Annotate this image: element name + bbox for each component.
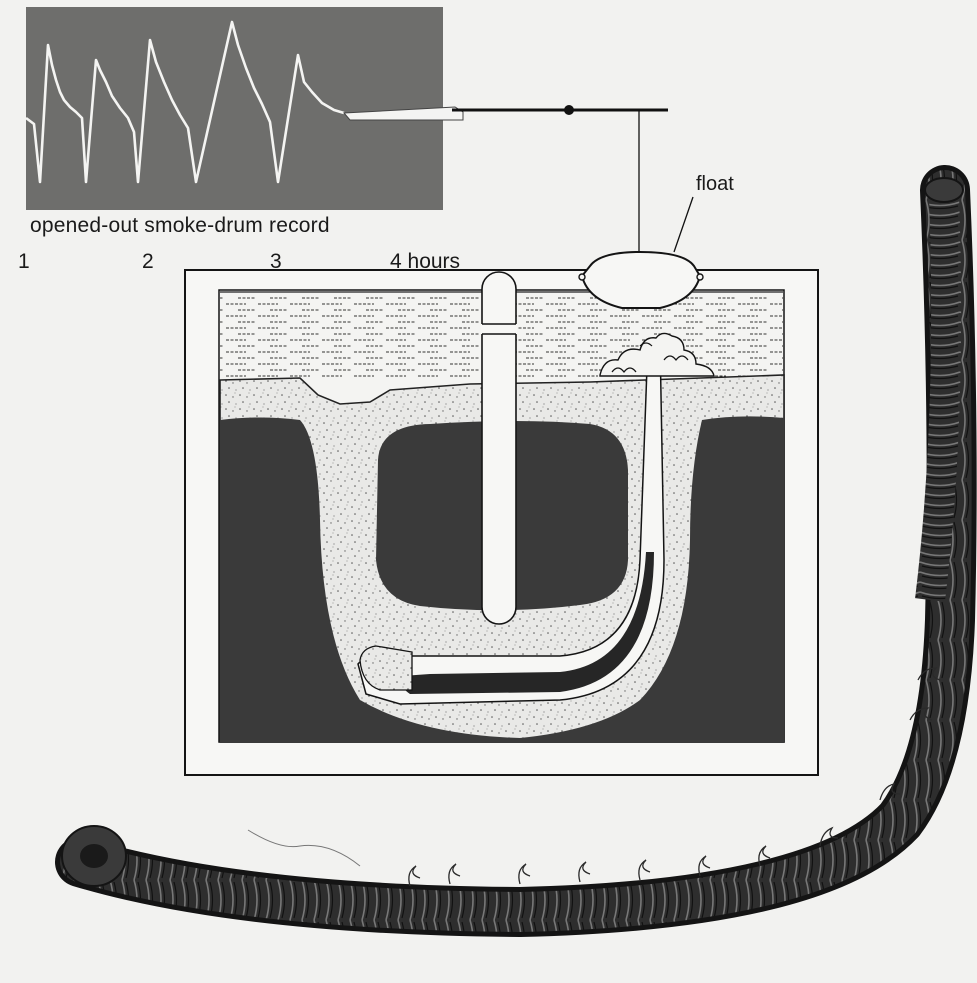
hour-label-3: 3 (270, 250, 282, 274)
record-caption: opened-out smoke-drum record (30, 214, 330, 238)
hour-label-4: 4 hours (390, 250, 460, 274)
hour-label-1: 1 (18, 250, 30, 274)
recording-lever (452, 105, 693, 255)
worm-tail-tip (925, 178, 963, 202)
record-panel (26, 7, 443, 210)
lever-pivot (564, 105, 574, 115)
glass-tube-gap (481, 324, 517, 334)
sand-thread (248, 830, 360, 866)
smoke-drum-record (26, 7, 463, 210)
hour-label-2: 2 (142, 250, 154, 274)
float-body (582, 252, 700, 308)
tank (185, 270, 818, 775)
float-label: float (696, 173, 734, 196)
